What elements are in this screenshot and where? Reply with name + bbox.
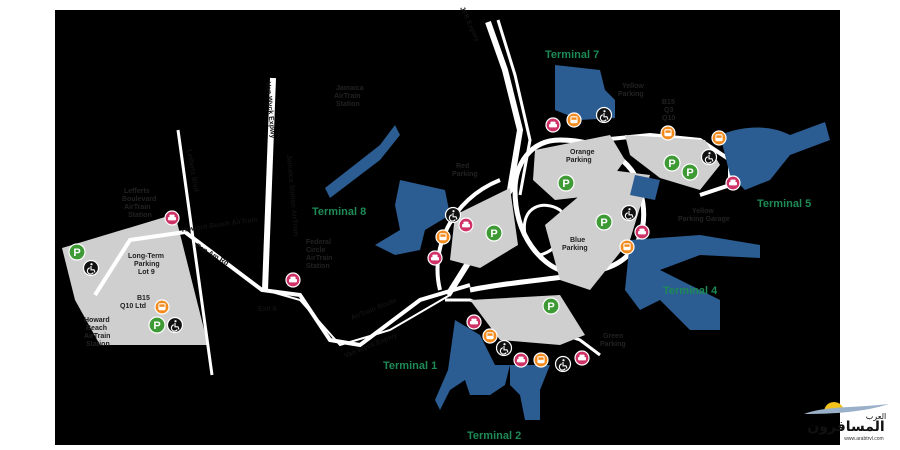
parking-icon bbox=[68, 243, 86, 261]
accessible-icon bbox=[166, 316, 184, 334]
bus-icon bbox=[619, 239, 635, 255]
loop-to-t5 bbox=[599, 132, 732, 197]
accessible-icon bbox=[554, 355, 572, 373]
terminal-7-label: Terminal 7 bbox=[545, 49, 599, 61]
terminal-1-label: Terminal 1 bbox=[383, 360, 437, 372]
parking-icon bbox=[542, 297, 560, 315]
terminal-2-label: Terminal 2 bbox=[467, 430, 521, 442]
car-rental-icon bbox=[545, 117, 561, 133]
parking-icon bbox=[557, 174, 575, 192]
lefferts-blvd-road bbox=[176, 129, 214, 376]
terminal-4-building bbox=[625, 235, 760, 330]
car-rental-icon bbox=[513, 352, 529, 368]
car-rental-icon bbox=[164, 210, 180, 226]
bus-icon bbox=[154, 299, 170, 315]
accessible-icon bbox=[595, 106, 613, 124]
van-wyck-road-top bbox=[262, 77, 276, 291]
car-rental-icon bbox=[574, 350, 590, 366]
airtrain-route-road bbox=[264, 289, 451, 347]
exit-6-label: Exit 6 bbox=[258, 306, 277, 313]
accessible-icon bbox=[444, 206, 462, 224]
accessible-icon bbox=[495, 339, 513, 357]
watermark-url: www.arabtrvl.com bbox=[844, 436, 883, 442]
terminal-5-building bbox=[720, 122, 830, 190]
car-rental-icon bbox=[427, 250, 443, 266]
car-rental-icon bbox=[634, 224, 650, 240]
terminal-6-area bbox=[630, 175, 660, 200]
bus-icon bbox=[711, 130, 727, 146]
terminal-2-building bbox=[510, 365, 550, 420]
terminal-5-label: Terminal 5 bbox=[757, 198, 811, 210]
red-parking-lot bbox=[450, 188, 518, 268]
car-rental-icon bbox=[458, 217, 474, 233]
long-term-parking-lot bbox=[62, 214, 208, 345]
van-wyck-top-label: Van Wyck Expwy bbox=[264, 82, 276, 139]
loop-west bbox=[435, 178, 501, 291]
parking-icon bbox=[595, 213, 613, 231]
car-rental-icon bbox=[725, 175, 741, 191]
terminal-1-building bbox=[435, 320, 510, 410]
parking-icon bbox=[485, 224, 503, 242]
car-rental-icon bbox=[466, 314, 482, 330]
accessible-icon bbox=[700, 148, 718, 166]
arabtrvl-watermark: العرب المسافرون www.arabtrvl.com bbox=[804, 402, 889, 442]
wing-icon bbox=[804, 404, 889, 414]
bus-icon bbox=[482, 328, 498, 344]
terminal-8-building bbox=[325, 125, 400, 198]
jfk-expwy-road-2 bbox=[496, 19, 532, 196]
pan-am-road bbox=[93, 229, 471, 348]
bus-icon bbox=[660, 125, 676, 141]
watermark-arabic-big: المسافرون bbox=[807, 419, 884, 435]
terminal-4-label: Terminal 4 bbox=[663, 285, 718, 297]
terminal-7-building bbox=[555, 65, 615, 120]
accessible-icon bbox=[82, 259, 100, 277]
bus-icon bbox=[566, 112, 582, 128]
ev-parking-icon bbox=[681, 163, 699, 181]
bus-icon bbox=[435, 229, 451, 245]
parking-icon bbox=[663, 154, 681, 172]
jfk-expwy-road bbox=[445, 20, 524, 297]
terminal-8-main bbox=[375, 180, 450, 255]
bus-icon bbox=[533, 352, 549, 368]
blue-parking-lot bbox=[545, 170, 650, 290]
terminal-8-label: Terminal 8 bbox=[312, 206, 366, 218]
parking-icon bbox=[148, 316, 166, 334]
watermark-arabic-small: العرب bbox=[866, 412, 886, 421]
accessible-icon bbox=[620, 204, 638, 222]
car-icon bbox=[285, 272, 301, 288]
